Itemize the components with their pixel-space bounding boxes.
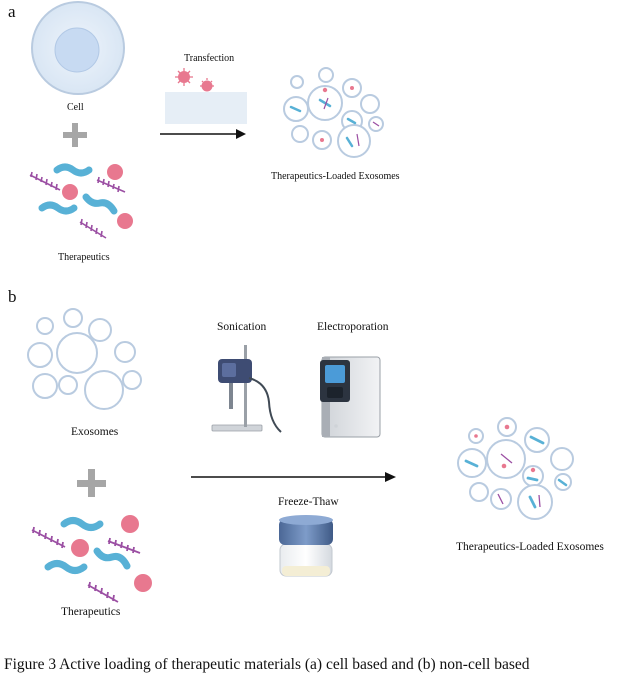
plus-icon [63, 123, 87, 147]
exosomes-illustration [27, 308, 142, 410]
freeze-thaw-label: Freeze-Thaw [278, 496, 339, 508]
cell-illustration [31, 1, 125, 95]
result-label-b: Therapeutics-Loaded Exosomes [456, 541, 604, 553]
plus-icon-b [77, 469, 106, 497]
therapeutics-illustration-b [31, 515, 152, 603]
loaded-cargo-a [289, 86, 380, 148]
loaded-exosomes-b [457, 417, 574, 520]
electroporation-label: Electroporation [317, 321, 389, 333]
arrow-b [191, 472, 396, 482]
result-label-a: Therapeutics-Loaded Exosomes [271, 171, 400, 182]
transfection-label: Transfection [184, 53, 235, 64]
panel-b-label: b [8, 287, 17, 306]
sonicator-icon [211, 345, 282, 433]
electroporator-icon [320, 356, 381, 438]
transfection-illustration [165, 68, 247, 124]
therapeutics-label-b: Therapeutics [61, 606, 121, 618]
exosomes-label: Exosomes [71, 426, 119, 438]
panel-a-label: a [8, 2, 16, 21]
loaded-exosomes-a [283, 67, 384, 158]
cell-label: Cell [67, 102, 84, 113]
arrow-a [160, 129, 246, 139]
figure-caption: Figure 3 Active loading of therapeutic m… [4, 656, 530, 673]
therapeutics-illustration-a [29, 163, 133, 239]
loaded-cargo-b [464, 424, 568, 509]
freeze-thaw-jar-icon [279, 515, 333, 577]
sonication-label: Sonication [217, 321, 267, 333]
therapeutics-label-a: Therapeutics [58, 252, 110, 263]
